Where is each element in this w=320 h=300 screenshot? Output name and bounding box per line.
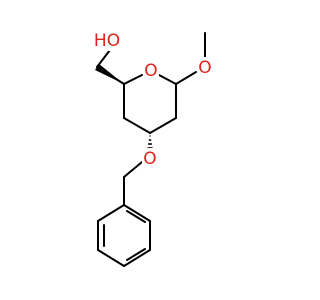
hydroxyl-label: HO (94, 31, 120, 51)
bond-o-ether-ch2 (123, 161, 143, 178)
benzene-ring (97, 204, 151, 267)
bond-c3-c4 (149, 117, 177, 134)
bond-c2-o-methoxy (175, 71, 197, 85)
wedge-bond-c6-ch2 (95, 64, 124, 84)
methoxy-oxygen-label: O (198, 58, 211, 78)
benzyl-ether-oxygen-label: O (143, 149, 156, 169)
bond-o-ring-c2 (158, 74, 177, 85)
bond-c4-c5 (123, 117, 151, 134)
bond-c6-o-ring (123, 74, 143, 85)
ring-oxygen-label: O (144, 61, 157, 81)
molecule-diagram: HO O O O (93, 29, 213, 267)
structure-svg: HO O O O (93, 29, 213, 267)
